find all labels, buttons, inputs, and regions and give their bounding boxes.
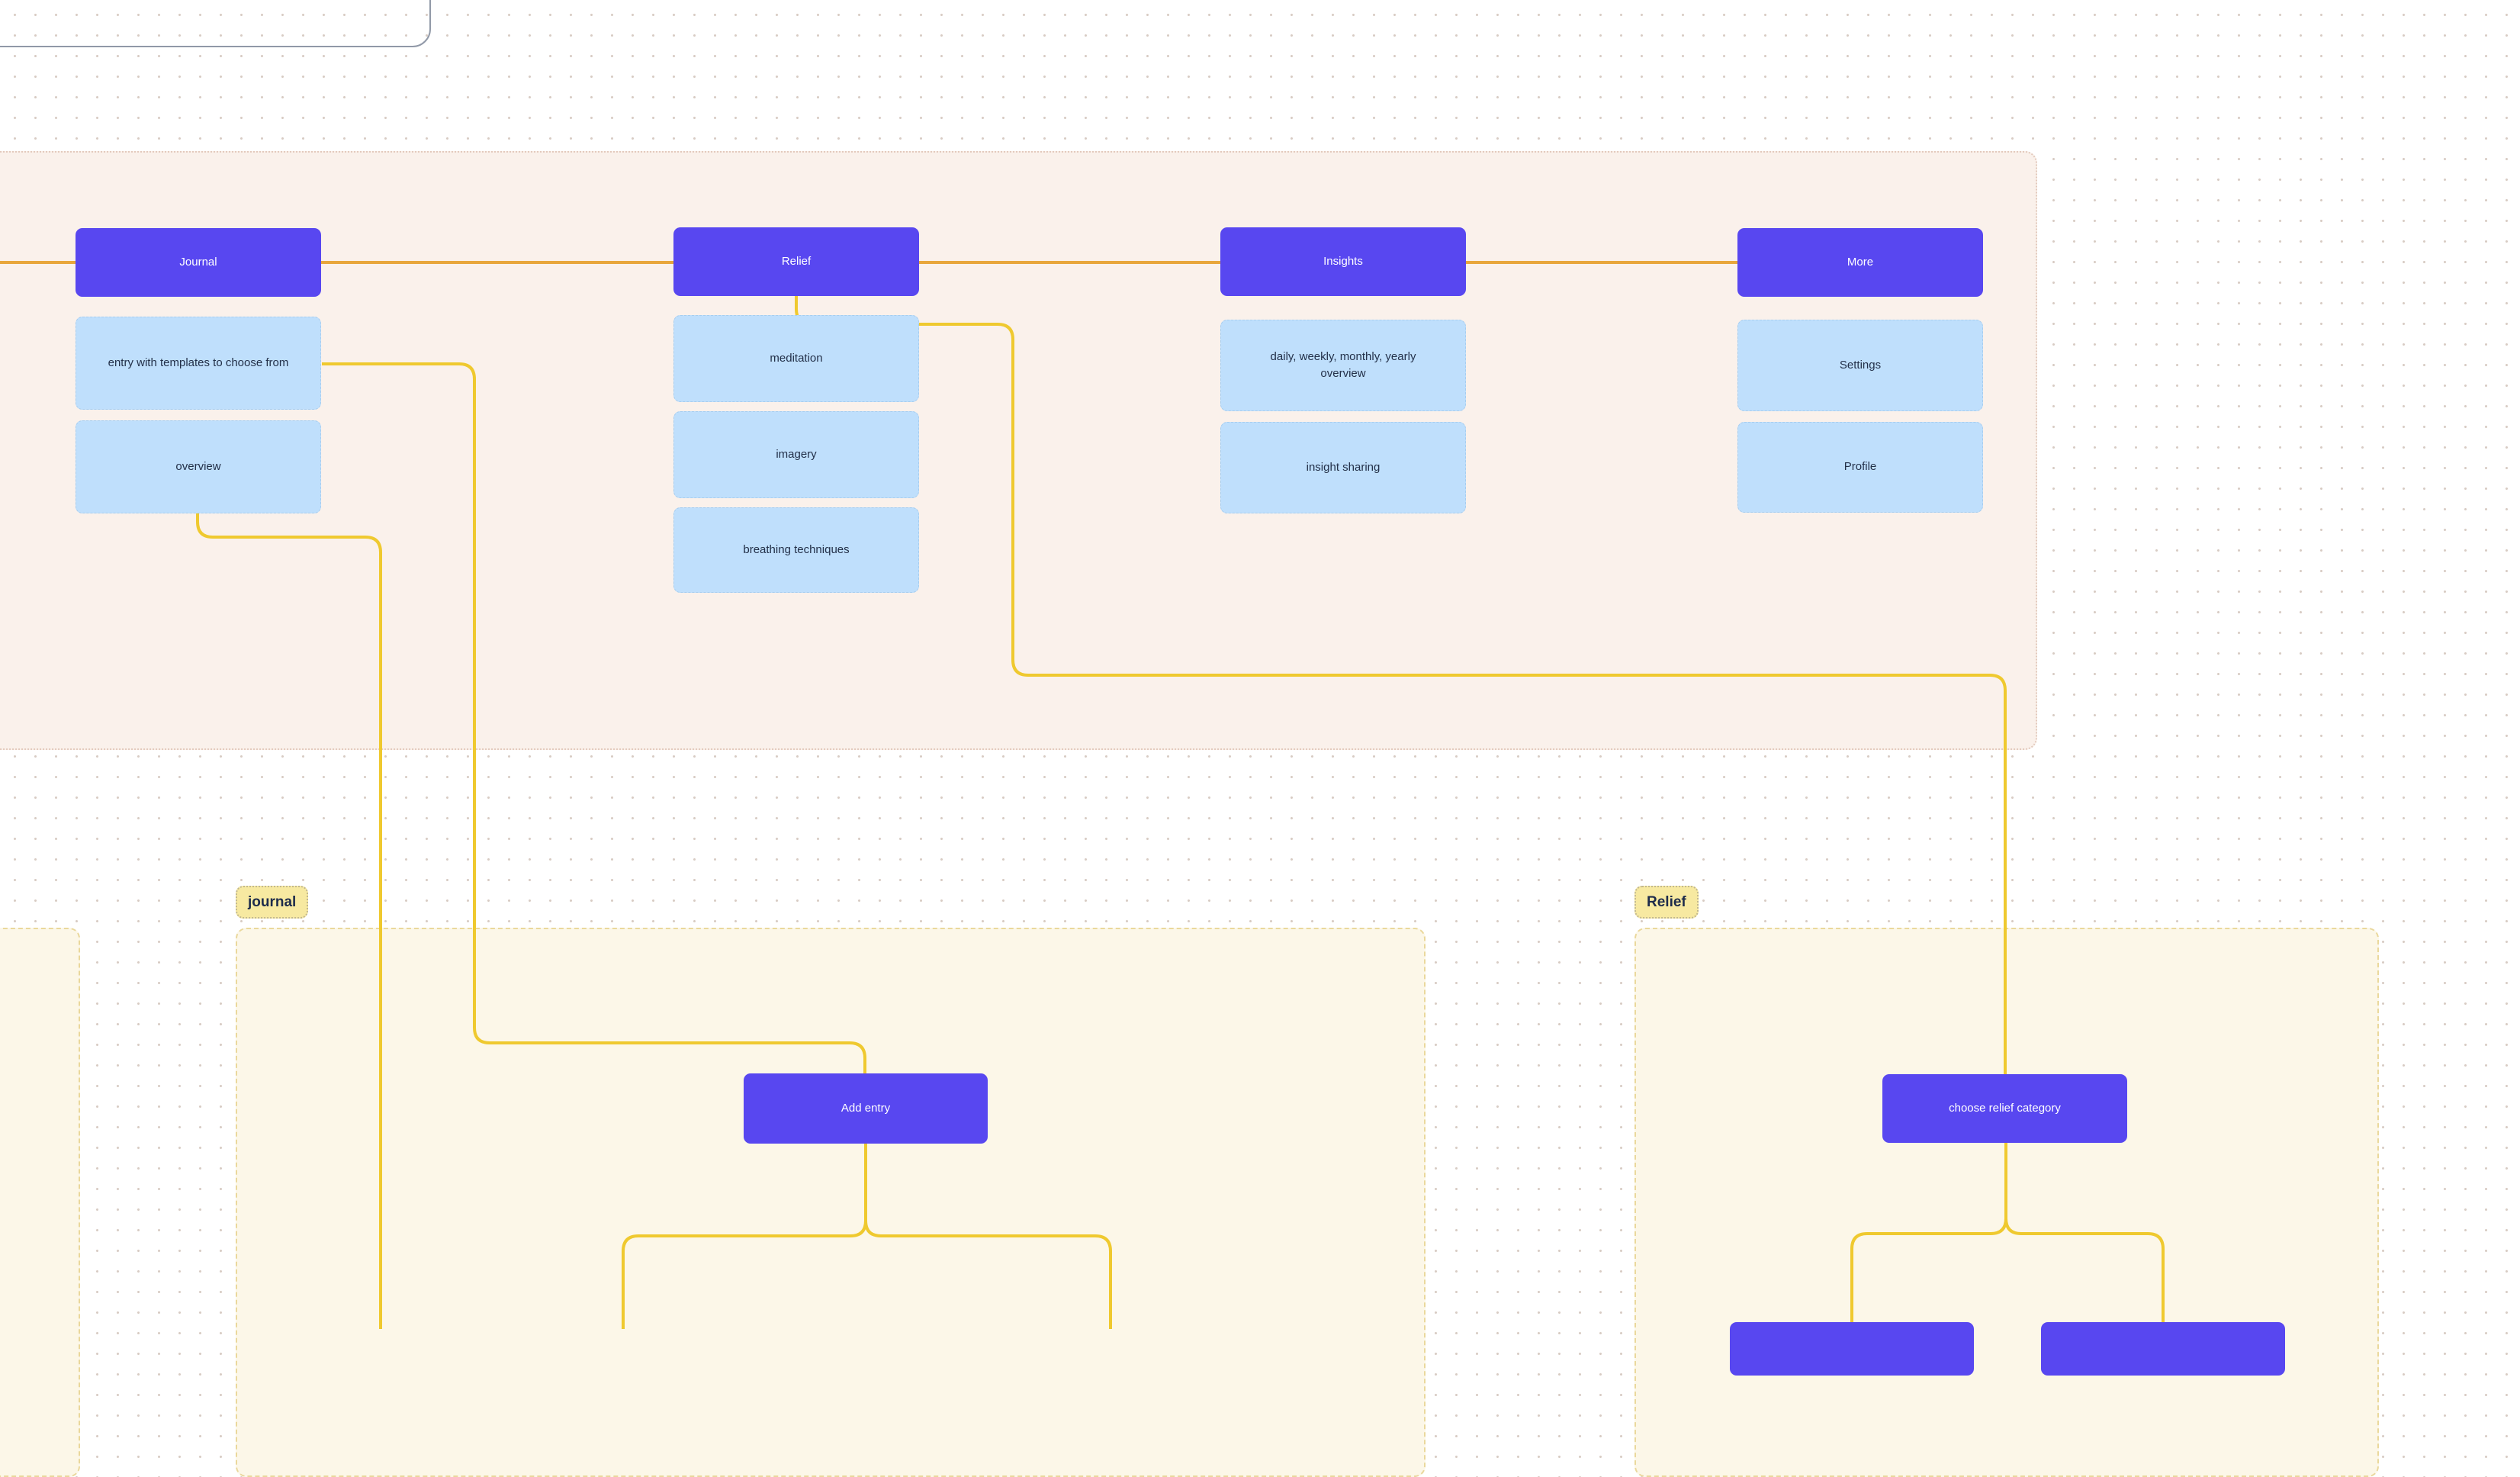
node-choose-relief-category[interactable]: choose relief category bbox=[1882, 1074, 2127, 1143]
node-journal[interactable]: Journal bbox=[76, 228, 321, 297]
node-insights-overview[interactable]: daily, weekly, monthly, yearly overview bbox=[1220, 320, 1466, 411]
node-relief-breathing[interactable]: breathing techniques bbox=[673, 507, 919, 593]
node-label: insight sharing bbox=[1306, 460, 1381, 474]
node-add-entry[interactable]: Add entry bbox=[744, 1073, 988, 1144]
node-add-entry-label: Add entry bbox=[841, 1101, 891, 1115]
node-label: breathing techniques bbox=[743, 542, 850, 556]
node-insights[interactable]: Insights bbox=[1220, 227, 1466, 296]
node-label: imagery bbox=[776, 447, 817, 461]
node-relief-meditation[interactable]: meditation bbox=[673, 315, 919, 402]
node-relief[interactable]: Relief bbox=[673, 227, 919, 296]
node-relief-child-stub-left[interactable] bbox=[1730, 1322, 1974, 1376]
node-more-settings[interactable]: Settings bbox=[1737, 320, 1983, 411]
node-relief-child-stub-right[interactable] bbox=[2041, 1322, 2285, 1376]
node-more-label: More bbox=[1847, 255, 1874, 269]
node-insights-sharing[interactable]: insight sharing bbox=[1220, 422, 1466, 513]
node-label: Profile bbox=[1843, 460, 1877, 474]
flow-section-journal[interactable] bbox=[236, 928, 1426, 1477]
node-journal-overview[interactable]: overview bbox=[76, 420, 321, 513]
node-insights-label: Insights bbox=[1323, 254, 1363, 268]
node-label: overview bbox=[175, 459, 221, 473]
node-choose-relief-category-label: choose relief category bbox=[1949, 1101, 2061, 1115]
node-relief-label: Relief bbox=[781, 254, 812, 268]
node-more-profile[interactable]: Profile bbox=[1737, 422, 1983, 513]
node-label: entry with templates to choose from bbox=[108, 356, 289, 369]
node-journal-entry-templates[interactable]: entry with templates to choose from bbox=[76, 317, 321, 410]
node-journal-label: Journal bbox=[179, 255, 217, 269]
node-label: meditation bbox=[770, 351, 823, 365]
tag-relief[interactable]: Relief bbox=[1634, 886, 1699, 919]
flow-section-relief[interactable] bbox=[1634, 928, 2379, 1477]
tag-journal-label: journal bbox=[248, 894, 297, 910]
node-relief-imagery[interactable]: imagery bbox=[673, 411, 919, 498]
partial-frame-outline[interactable] bbox=[0, 0, 431, 47]
tag-journal[interactable]: journal bbox=[236, 886, 309, 919]
tag-relief-label: Relief bbox=[1647, 894, 1686, 910]
node-label: daily, weekly, monthly, yearly overview bbox=[1270, 349, 1416, 381]
node-label: Settings bbox=[1839, 358, 1882, 372]
node-more[interactable]: More bbox=[1737, 228, 1983, 297]
flow-section-partial-left[interactable] bbox=[0, 928, 80, 1477]
